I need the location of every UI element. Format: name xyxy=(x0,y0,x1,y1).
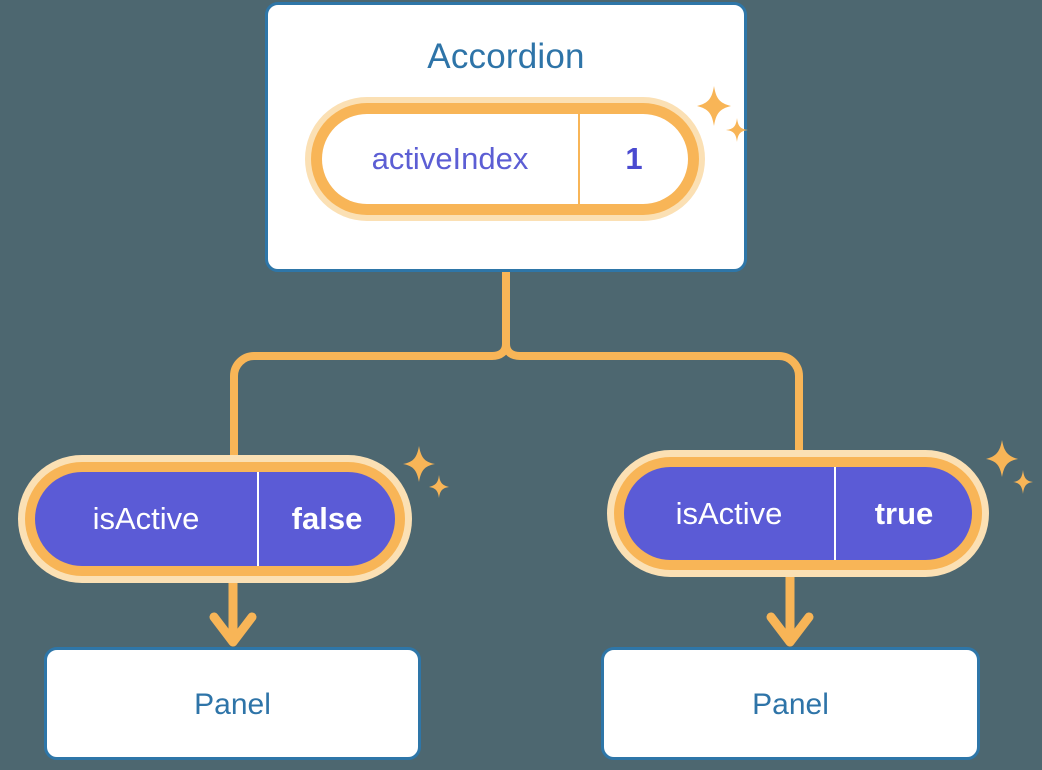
state-pill-isactive-true[interactable]: isActive true xyxy=(607,450,989,577)
arrow-head-left xyxy=(209,612,257,647)
connector-right-branch xyxy=(502,267,803,459)
sparkle-icon xyxy=(986,440,1033,494)
accordion-title: Accordion xyxy=(427,37,585,76)
panel-label: Panel xyxy=(194,688,271,721)
state-value-label: true xyxy=(874,495,934,531)
state-key-label: activeIndex xyxy=(322,114,580,204)
pill-body: activeIndex 1 xyxy=(322,114,688,204)
state-value-label: false xyxy=(291,501,363,536)
pill-body: isActive false xyxy=(35,472,395,566)
state-pill-activeindex[interactable]: activeIndex 1 xyxy=(305,97,705,221)
state-key-label: isActive xyxy=(35,472,259,566)
state-value-label: 1 xyxy=(625,141,643,176)
connector-left-branch xyxy=(230,267,510,464)
panel-card-left[interactable]: Panel xyxy=(44,647,421,760)
panel-card-right[interactable]: Panel xyxy=(601,647,980,760)
panel-label: Panel xyxy=(752,688,829,721)
state-key-label: isActive xyxy=(624,467,836,560)
arrow-head-right xyxy=(766,612,814,647)
pill-body: isActive true xyxy=(624,467,972,560)
state-pill-isactive-false[interactable]: isActive false xyxy=(18,455,412,583)
